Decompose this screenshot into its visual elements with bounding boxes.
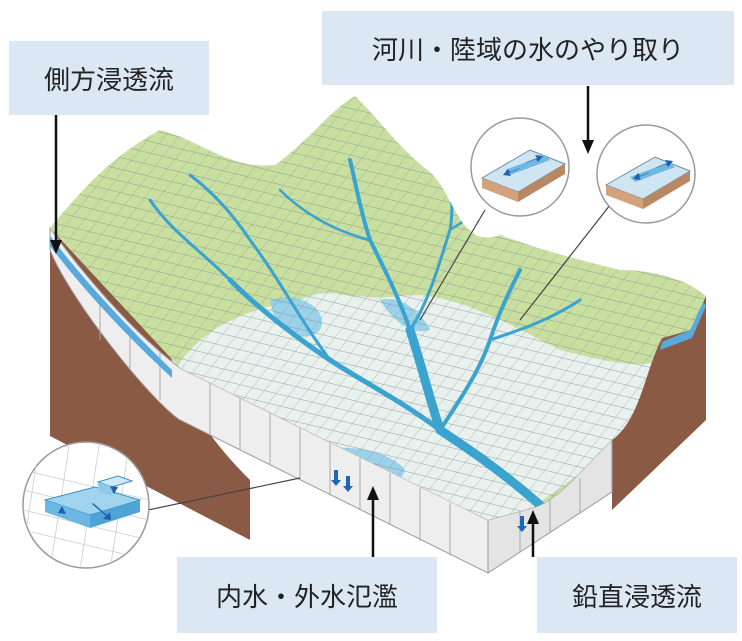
callout-arrows bbox=[50, 86, 594, 557]
soil-right-face bbox=[612, 296, 706, 510]
exchange-detail-icon bbox=[470, 117, 570, 217]
exchange-detail-icon-2 bbox=[596, 124, 696, 224]
flood-detail-icon bbox=[22, 441, 150, 569]
lateral-seepage-band bbox=[50, 236, 172, 378]
lateral-seepage-label: 側方浸透流 bbox=[9, 41, 209, 115]
connector-lines bbox=[147, 204, 611, 511]
flooding-label: 内水・外水氾濫 bbox=[177, 557, 437, 633]
slab-front-face bbox=[49, 226, 489, 574]
vertical-flow-arrows-icon bbox=[331, 470, 527, 532]
river-land-exchange-label: 河川・陸域の水のやり取り bbox=[322, 11, 734, 85]
slab-ribs bbox=[99, 300, 581, 556]
vertical-seepage-label: 鉛直浸透流 bbox=[537, 557, 737, 633]
